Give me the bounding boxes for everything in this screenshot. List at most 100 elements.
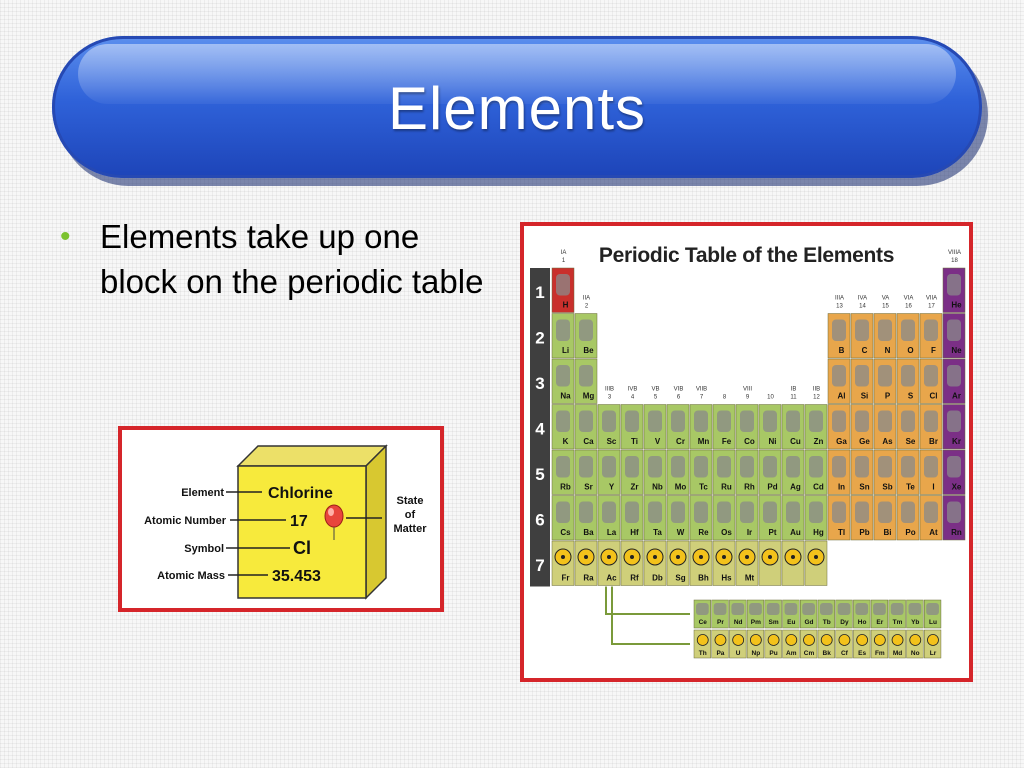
element-symbol-Bi: Bi (884, 528, 892, 537)
element-sample-image (901, 456, 915, 478)
group-label-5-number: 5 (654, 395, 658, 401)
element-symbol-Po: Po (905, 528, 915, 537)
element-sample-image (694, 456, 708, 478)
element-symbol-As: As (882, 437, 893, 446)
radioactive-icon (873, 634, 886, 646)
periodic-table-grid: 1234567IA1IIA2IIIA13IVA14VA15VIA16VIIA17… (530, 250, 966, 659)
radioactive-icon-center (584, 555, 588, 559)
element-symbol-Tm: Tm (893, 619, 903, 626)
period-number-column (530, 268, 550, 587)
element-symbol-Ca: Ca (583, 437, 594, 446)
element-symbol-Co: Co (744, 437, 755, 446)
radioactive-icon (785, 634, 798, 646)
element-sample-image (740, 410, 754, 432)
actinide-arrow (611, 586, 690, 645)
element-symbol-In: In (838, 483, 845, 492)
element-symbol-Pa: Pa (716, 650, 724, 657)
group-label-2-roman: IIA (583, 296, 590, 302)
element-symbol-Tl: Tl (838, 528, 845, 537)
element-sample-image (890, 603, 904, 615)
group-label-6-roman: VIB (674, 387, 684, 393)
element-symbol-K: K (563, 437, 569, 446)
chlorine-element-card: Element Atomic Number Symbol Atomic Mass… (118, 426, 444, 612)
cube-side (365, 444, 387, 600)
element-symbol-Xe: Xe (952, 483, 962, 492)
element-sample-image (556, 365, 570, 387)
element-symbol-Cd: Cd (813, 483, 824, 492)
element-sample-image (947, 410, 961, 432)
element-sample-image (648, 410, 662, 432)
element-sample-image (924, 365, 938, 387)
element-symbol-S: S (908, 392, 914, 401)
element-sample-image (766, 603, 780, 615)
element-sample-image (855, 456, 869, 478)
element-sample-image (802, 603, 815, 615)
element-sample-image (901, 501, 915, 523)
element-sample-image (832, 319, 846, 341)
value-atomic-number: 17 (290, 513, 308, 530)
element-sample-image (855, 603, 869, 615)
element-sample-image (786, 456, 800, 478)
element-symbol-Y: Y (609, 483, 615, 492)
element-symbol-Ba: Ba (583, 528, 594, 537)
radioactive-icon-center (676, 555, 680, 559)
value-element-name: Chlorine (268, 485, 333, 502)
element-sample-image (878, 456, 892, 478)
group-label-1-roman: IA (561, 250, 567, 256)
element-symbol-Zr: Zr (631, 483, 639, 492)
element-sample-image (855, 501, 869, 523)
element-symbol-Np: Np (752, 650, 761, 657)
element-sample-image (579, 410, 593, 432)
element-sample-image (947, 456, 961, 478)
element-sample-image (809, 410, 823, 432)
element-sample-image (556, 274, 570, 296)
element-symbol-Pr: Pr (717, 619, 724, 626)
periodic-table-title: Periodic Table of the Elements (598, 244, 895, 267)
element-sample-image (924, 501, 938, 523)
element-sample-image (947, 274, 961, 296)
element-symbol-Mo: Mo (675, 483, 687, 492)
element-symbol-Os: Os (721, 528, 732, 537)
radioactive-icon-center (768, 555, 772, 559)
element-symbol-Fr: Fr (562, 574, 570, 583)
element-symbol-Cm: Cm (804, 650, 815, 657)
element-symbol-H: H (563, 301, 569, 310)
radioactive-icon-center (653, 555, 657, 559)
element-sample-image (740, 501, 754, 523)
element-symbol-Dy: Dy (840, 619, 849, 626)
element-sample-image (731, 603, 745, 615)
group-label-18-roman: VIIIA (948, 250, 961, 256)
group-label-4-roman: IVB (628, 387, 638, 393)
bullet-text: Elements take up one block on the period… (100, 218, 484, 300)
group-label-16-roman: VIA (904, 296, 914, 302)
group-label-18-number: 18 (951, 258, 958, 264)
element-symbol-Hs: Hs (721, 574, 732, 583)
element-sample-image (579, 456, 593, 478)
element-symbol-W: W (677, 528, 685, 537)
element-symbol-Ar: Ar (952, 392, 961, 401)
element-sample-image (556, 456, 570, 478)
element-sample-image (837, 603, 851, 615)
balloon-icon (324, 504, 344, 540)
element-symbol-U: U (736, 650, 741, 657)
radioactive-icon (927, 634, 939, 646)
element-sample-image (855, 365, 869, 387)
element-sample-image (947, 319, 961, 341)
element-symbol-Ac: Ac (606, 574, 617, 583)
element-symbol-Ni: Ni (769, 437, 777, 446)
element-symbol-Cu: Cu (790, 437, 801, 446)
group-label-17-number: 17 (928, 304, 935, 310)
element-sample-image (763, 410, 777, 432)
period-number-4: 4 (535, 419, 545, 438)
group-label-3-number: 3 (608, 395, 612, 401)
period-number-5: 5 (535, 465, 544, 484)
group-label-12-roman: IIB (813, 387, 820, 393)
element-sample-image (924, 456, 938, 478)
element-sample-image (784, 603, 798, 615)
element-sample-image (763, 456, 777, 478)
element-symbol-V: V (655, 437, 661, 446)
group-label-8-number: 8 (723, 395, 727, 401)
group-label-11-roman: IB (791, 387, 797, 393)
group-label-5-roman: VB (651, 387, 659, 393)
element-sample-image (832, 501, 846, 523)
